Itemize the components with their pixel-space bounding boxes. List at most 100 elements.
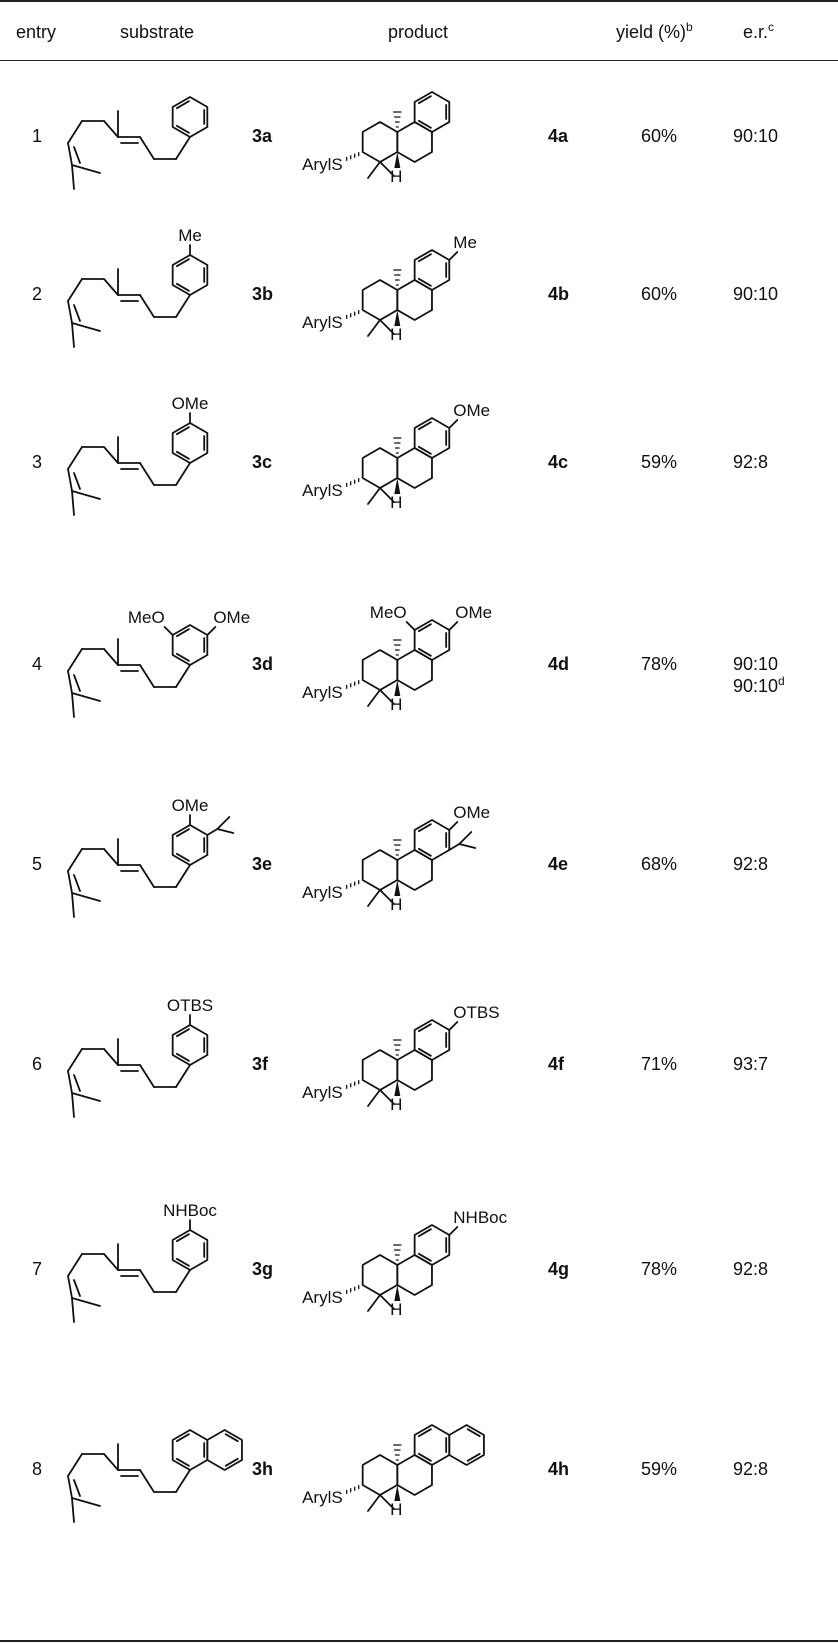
ring-d-aromatic <box>448 1424 485 1466</box>
double-bond <box>417 119 432 129</box>
ring-c-aromatic <box>413 91 451 133</box>
entry-number: 6 <box>32 1054 43 1074</box>
bond <box>139 664 155 688</box>
substrate-structure: OMe <box>67 394 208 516</box>
ring-c-aromatic <box>413 1019 451 1061</box>
double-bond <box>417 1228 432 1238</box>
double-bond <box>417 445 432 455</box>
bond <box>67 648 83 672</box>
bond <box>175 294 191 318</box>
substituent-bond <box>448 1021 459 1031</box>
yield-value: 60% <box>641 284 678 304</box>
wedge-h <box>394 680 401 696</box>
yield-value: 68% <box>641 854 678 874</box>
double-bond <box>73 1479 81 1497</box>
bond <box>67 1275 73 1299</box>
double-bond <box>417 1428 432 1438</box>
methyl <box>71 322 75 348</box>
substrate-label: 3b <box>252 284 274 304</box>
bond <box>67 468 73 492</box>
er-value-2-text: 90:10 <box>733 676 779 696</box>
bond <box>103 1048 119 1066</box>
entry-number: 1 <box>32 126 43 146</box>
ring-a <box>361 1049 399 1091</box>
bond <box>175 1064 191 1088</box>
product-aryls-label: ArylS <box>302 1083 343 1102</box>
aryl-ring <box>171 624 209 666</box>
wedge-h <box>394 1080 401 1096</box>
wedge-h <box>394 478 401 494</box>
isopropyl-bond <box>216 816 231 830</box>
double-bond <box>417 647 432 657</box>
substituent-bond <box>448 621 459 631</box>
bond <box>67 848 83 872</box>
double-bond <box>175 100 190 110</box>
methyl <box>71 1497 75 1523</box>
bond <box>67 1475 73 1499</box>
double-bond <box>73 472 81 490</box>
product-aryls-label: ArylS <box>302 1288 343 1307</box>
entry-number: 4 <box>32 654 43 674</box>
substituent-bond <box>206 626 217 636</box>
aryl-ring <box>171 1429 209 1471</box>
methyl <box>71 892 75 918</box>
bond <box>139 1269 155 1293</box>
bond <box>67 670 73 694</box>
product-h-label: H <box>390 167 402 186</box>
gem-methyl <box>367 161 381 179</box>
product-label: 4d <box>548 654 570 674</box>
gem-methyl <box>367 319 381 337</box>
bond <box>175 462 191 486</box>
header-yield-text: yield (%) <box>616 22 687 42</box>
substituent-bond <box>448 821 459 831</box>
bond <box>103 278 119 296</box>
double-bond <box>175 282 190 292</box>
double-bond <box>73 1279 81 1297</box>
double-bond <box>175 852 190 862</box>
double-bond <box>417 823 432 833</box>
methyl <box>71 490 101 500</box>
substrate-label: 3h <box>252 1459 274 1479</box>
substituent-bond <box>448 251 459 261</box>
wedge-h <box>394 880 401 896</box>
entry-number: 8 <box>32 1459 43 1479</box>
ring-a <box>361 121 399 163</box>
double-bond <box>466 1452 481 1462</box>
bond <box>139 1064 155 1088</box>
product-h-label: H <box>390 1500 402 1519</box>
bond <box>175 136 191 160</box>
bond <box>67 1453 83 1477</box>
wedge-h <box>394 310 401 326</box>
isopropyl-bond <box>458 831 473 845</box>
double-bond <box>175 258 190 268</box>
product-h-label: H <box>390 325 402 344</box>
isopropyl-bond <box>448 843 461 851</box>
product-aryls-label: ArylS <box>302 313 343 332</box>
bond <box>139 136 155 160</box>
substituent-label: Me <box>453 233 477 252</box>
double-bond <box>175 1233 190 1243</box>
methyl <box>71 1092 101 1102</box>
gem-methyl <box>379 689 395 705</box>
bond <box>67 300 73 324</box>
substrate-structure <box>67 96 209 190</box>
aryl-ring <box>171 254 209 296</box>
product-structure: H ArylS Me <box>302 233 477 344</box>
double-bond <box>73 874 81 892</box>
ring-c-aromatic <box>413 819 451 861</box>
substituent-label: Me <box>178 226 202 245</box>
aryl-ring <box>171 96 209 138</box>
entry-number: 2 <box>32 284 43 304</box>
bond <box>67 446 83 470</box>
ring-a <box>361 447 399 489</box>
bond <box>175 864 191 888</box>
ring-a <box>361 279 399 321</box>
gem-methyl <box>367 1494 381 1512</box>
yield-value: 71% <box>641 1054 678 1074</box>
er-value-2: 90:10d <box>733 675 785 697</box>
product-h-label: H <box>390 695 402 714</box>
